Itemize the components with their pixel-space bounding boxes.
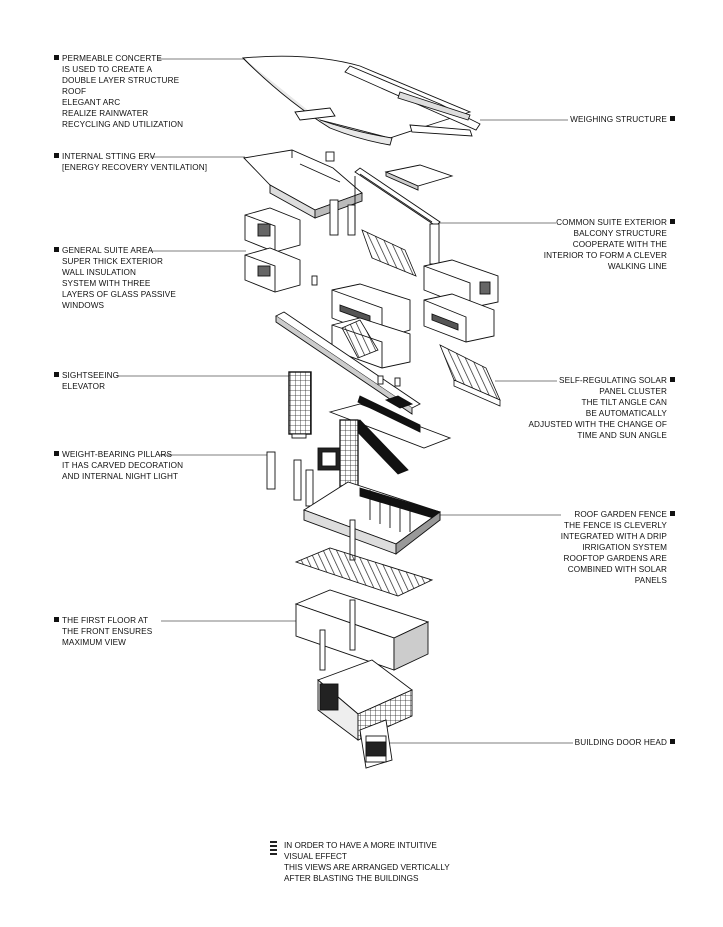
sightseeing-elevator [288,371,312,439]
bullet-square-icon [670,219,675,224]
garden-fence [302,481,441,561]
leader-lines [117,58,573,744]
balcony-frame [354,167,441,265]
door-annotation: BUILDING DOOR HEAD [575,737,675,748]
erv-annotation: INTERNAL STTING ERV [ENERGY RECOVERY VEN… [54,151,207,173]
common-suite-annotation: COMMON SUITE EXTERIOR BALCONY STRUCTURE … [544,217,675,272]
erv-layer [243,149,454,236]
roof-garden-slab [328,395,452,475]
weight-bearing-pillars [266,419,359,507]
bullet-square-icon [54,153,59,158]
roof-annotation: PERMEABLE CONCERTE IS USED TO CREATE A D… [54,53,183,130]
pillars-annotation: WEIGHT-BEARING PILLARS IT HAS CARVED DEC… [54,449,183,482]
bullet-square-icon [670,116,675,121]
elevator-annotation: SIGHTSEEING ELEVATOR [54,370,119,392]
bullet-square-icon [670,739,675,744]
roof-layer [242,55,481,146]
garden-annotation: ROOF GARDEN FENCE THE FENCE IS CLEVERLY … [561,509,675,586]
suite-annotation: GENERAL SUITE AREA SUPER THICK EXTERIOR … [54,245,176,311]
bullet-square-icon [54,247,59,252]
suite-modules [244,207,499,369]
bullet-square-icon [670,511,675,516]
bullet-square-icon [54,372,59,377]
bullet-square-icon [670,377,675,382]
weighing-annotation: WEIGHING STRUCTURE [570,114,675,125]
ground-floor [317,659,413,769]
solar-annotation: SELF-REGULATING SOLAR PANEL CLUSTER THE … [528,375,675,441]
bullet-square-icon [54,617,59,622]
arrangement-note: IN ORDER TO HAVE A MORE INTUITIVE VISUAL… [270,840,450,884]
solar-panels [341,229,501,407]
stacked-bars-icon [270,841,277,857]
first-floor-annotation: THE FIRST FLOOR AT THE FRONT ENSURES MAX… [54,615,152,648]
bullet-square-icon [54,55,59,60]
corridor-slab [275,275,421,415]
garden-deck [294,547,434,671]
bullet-square-icon [54,451,59,456]
